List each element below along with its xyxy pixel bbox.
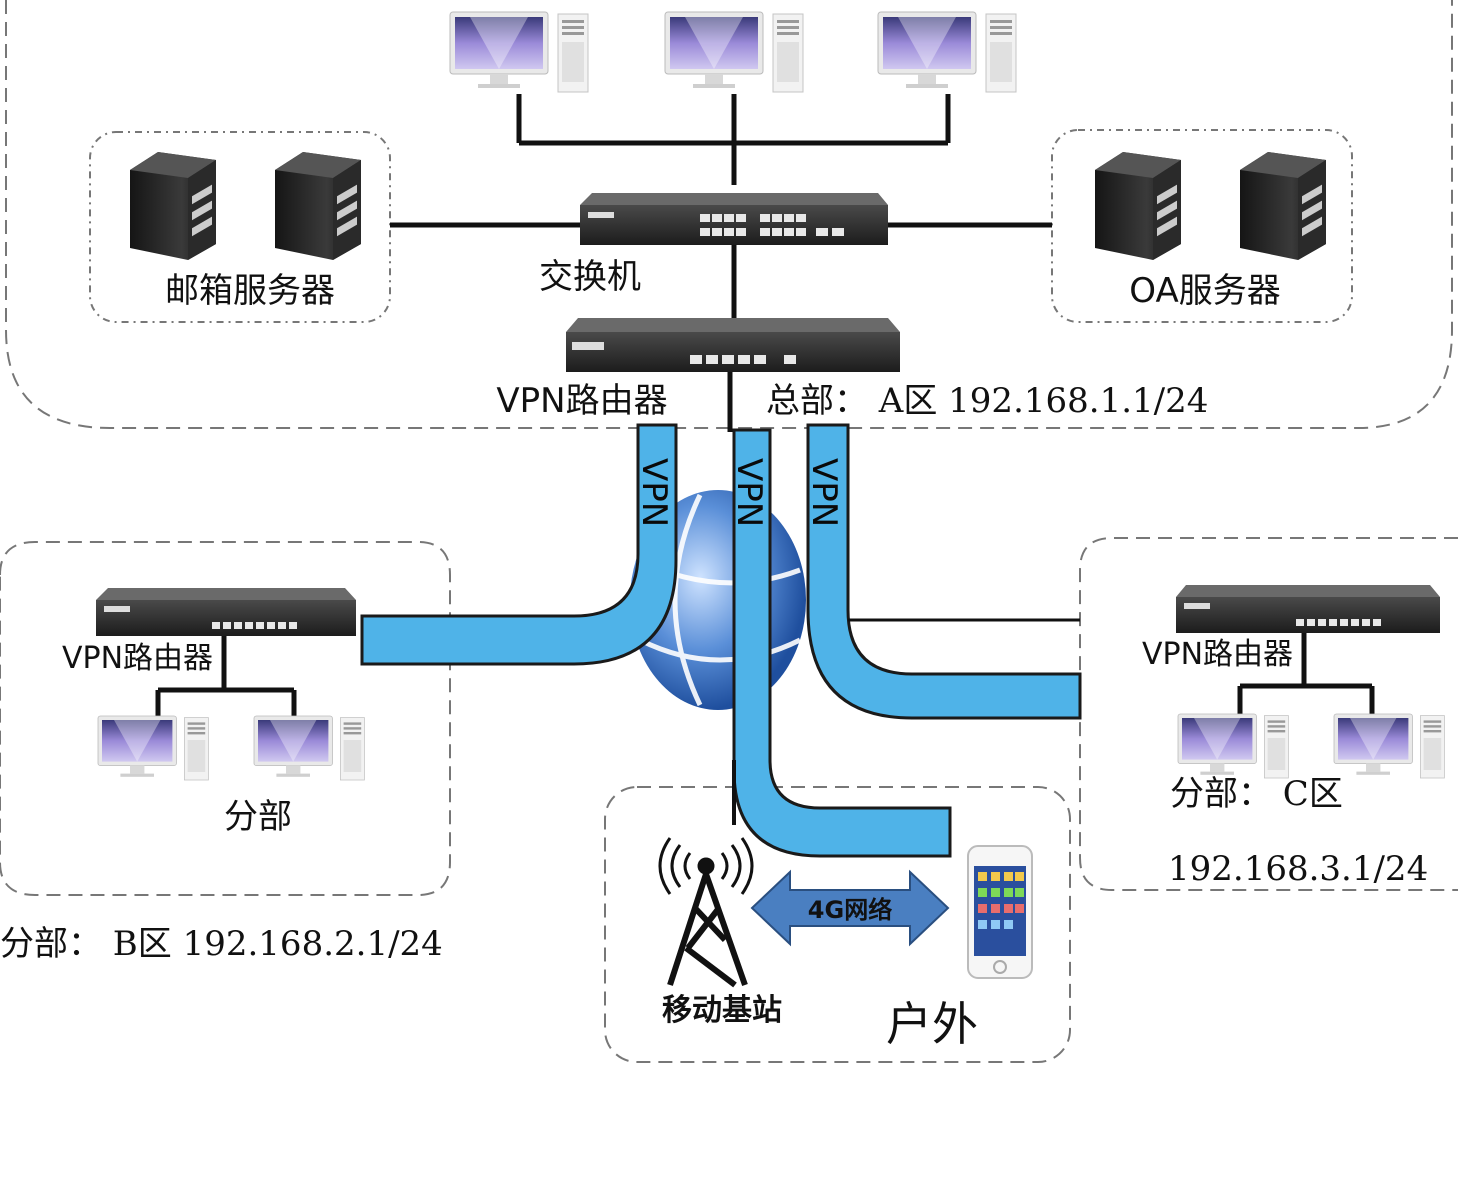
vpn-label-3: VPN: [804, 458, 844, 527]
branch-b-router-icon: [96, 588, 356, 636]
desktop-computer-icon: [877, 11, 1017, 93]
network-arrow: 4G网络: [750, 869, 950, 947]
vpn-tunnel-branch-c: [806, 423, 1082, 720]
desktop-computer-icon: [449, 11, 589, 93]
branch-b-zone-label: 分部： B区 192.168.2.1/24: [0, 924, 443, 964]
hq-cabling: [390, 94, 1052, 432]
oa-server-label: OA服务器: [1129, 271, 1280, 311]
branch-c-subnet-label: 192.168.3.1/24: [1168, 849, 1428, 889]
vpn-label-2: VPN: [729, 458, 769, 527]
branch-b-router-label: VPN路由器: [62, 641, 213, 676]
branch-c-router-icon: [1176, 585, 1440, 633]
vpn-tunnel-branch-b: [360, 423, 678, 666]
smartphone-icon: [967, 845, 1033, 979]
branch-c-zone-label: 分部： C区: [1170, 774, 1343, 814]
tower-server-icon: [130, 152, 216, 260]
tower-server-icon: [1095, 152, 1181, 260]
hq-vpn-router-label: VPN路由器: [496, 381, 667, 421]
oa-server-boundary: [1051, 129, 1353, 323]
desktop-computer-icon: [253, 715, 365, 781]
network-switch-icon: [580, 193, 888, 245]
mail-server-label: 邮箱服务器: [165, 271, 335, 311]
mail-server-boundary: [89, 131, 391, 323]
vpn-router-icon: [566, 318, 900, 372]
vpn-label-1: VPN: [634, 458, 674, 527]
hq-boundary: [5, 0, 1453, 429]
branch-c-cabling: [1237, 633, 1375, 716]
cell-tower-icon: [658, 837, 754, 988]
hq-workstations: [449, 11, 1017, 93]
mail-servers: 邮箱服务器: [130, 152, 361, 311]
outdoor-boundary: [604, 786, 1071, 1063]
desktop-computer-icon: [97, 715, 209, 781]
desktop-computer-icon: [664, 11, 804, 93]
tower-server-icon: [1240, 152, 1326, 260]
branch-b-label: 分部: [224, 797, 292, 837]
vpn-tunnel-labels: VPN VPN VPN: [634, 458, 844, 527]
outdoor-label: 户外: [886, 997, 978, 1051]
hq-zone-label: 总部： A区 192.168.1.1/24: [766, 381, 1208, 421]
desktop-computer-icon: [1333, 713, 1445, 779]
vpn-tunnels: [360, 423, 1082, 858]
network-label: 4G网络: [808, 896, 892, 924]
switch-label: 交换机: [539, 257, 641, 297]
branch-b-boundary: [0, 541, 451, 896]
vpn-tunnel-outdoor: [732, 428, 952, 858]
tower-server-icon: [275, 152, 361, 260]
base-station-label: 移动基站: [662, 993, 782, 1028]
oa-servers: OA服务器: [1095, 152, 1326, 311]
branch-c-router-label: VPN路由器: [1142, 637, 1293, 672]
desktop-computer-icon: [1177, 713, 1289, 779]
branch-b-cabling: [155, 636, 297, 720]
